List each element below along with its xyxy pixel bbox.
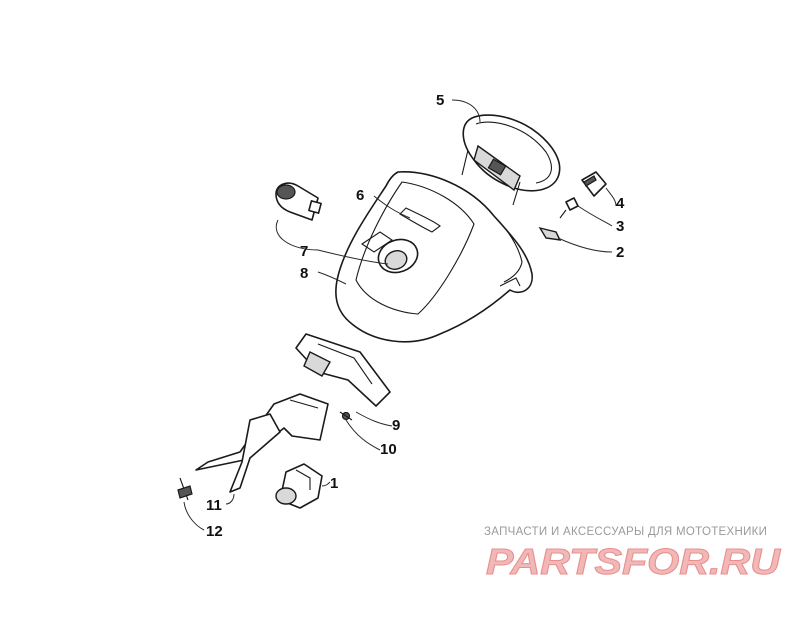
- part-11-mounting-plate: [195, 393, 329, 493]
- part-2-bracket: [538, 226, 562, 241]
- watermark-tagline: ЗАПЧАСТИ И АКСЕССУАРЫ ДЛЯ МОТОТЕХНИКИ: [484, 526, 768, 538]
- leader-12: [183, 501, 205, 531]
- part-5-instrument-cluster: [461, 114, 561, 206]
- leader-10: [345, 419, 381, 451]
- part-3-bulb: [559, 197, 579, 219]
- part-7-socket: [361, 231, 419, 274]
- leader-7: [317, 249, 389, 265]
- callout-2: 2: [616, 244, 624, 261]
- leader-lines: [183, 99, 617, 531]
- watermark-brand: PARTSFOR.RU: [486, 541, 781, 582]
- part-8-cover: [335, 171, 533, 343]
- callout-3: 3: [616, 218, 624, 235]
- callout-1: 1: [330, 475, 338, 492]
- part-4-switch: [581, 171, 607, 197]
- watermark: ЗАПЧАСТИ И АКСЕССУАРЫ ДЛЯ МОТОТЕХНИКИ PA…: [484, 526, 794, 587]
- leader-8: [317, 271, 347, 285]
- callout-7: 7: [300, 243, 308, 260]
- part-6-power-socket: [275, 182, 322, 221]
- callout-6: 6: [356, 187, 364, 204]
- leader-9: [355, 411, 393, 427]
- leader-7b: [275, 219, 319, 251]
- callout-11: 11: [206, 497, 222, 514]
- part-1-switch-unit: [275, 463, 323, 509]
- watermark-logo: PARTSFOR.RU: [486, 541, 782, 583]
- part-12-screw: [177, 477, 193, 501]
- callout-8: 8: [300, 265, 308, 282]
- leader-4: [605, 187, 617, 207]
- leader-11: [225, 493, 235, 505]
- callout-9: 9: [392, 417, 400, 434]
- part-10-screw: [339, 411, 353, 421]
- leader-5: [451, 99, 481, 123]
- callout-numbers: 5 4 3 2 6 7 8 9 10 11 12 1: [206, 92, 625, 540]
- callout-5: 5: [436, 92, 444, 109]
- leader-2: [557, 237, 613, 253]
- callout-10: 10: [380, 441, 397, 458]
- leader-3: [577, 205, 613, 227]
- leader-6: [373, 195, 411, 219]
- part-9-bracket: [295, 333, 391, 407]
- callout-4: 4: [616, 195, 625, 212]
- leader-1: [321, 481, 331, 487]
- callout-12: 12: [206, 523, 223, 540]
